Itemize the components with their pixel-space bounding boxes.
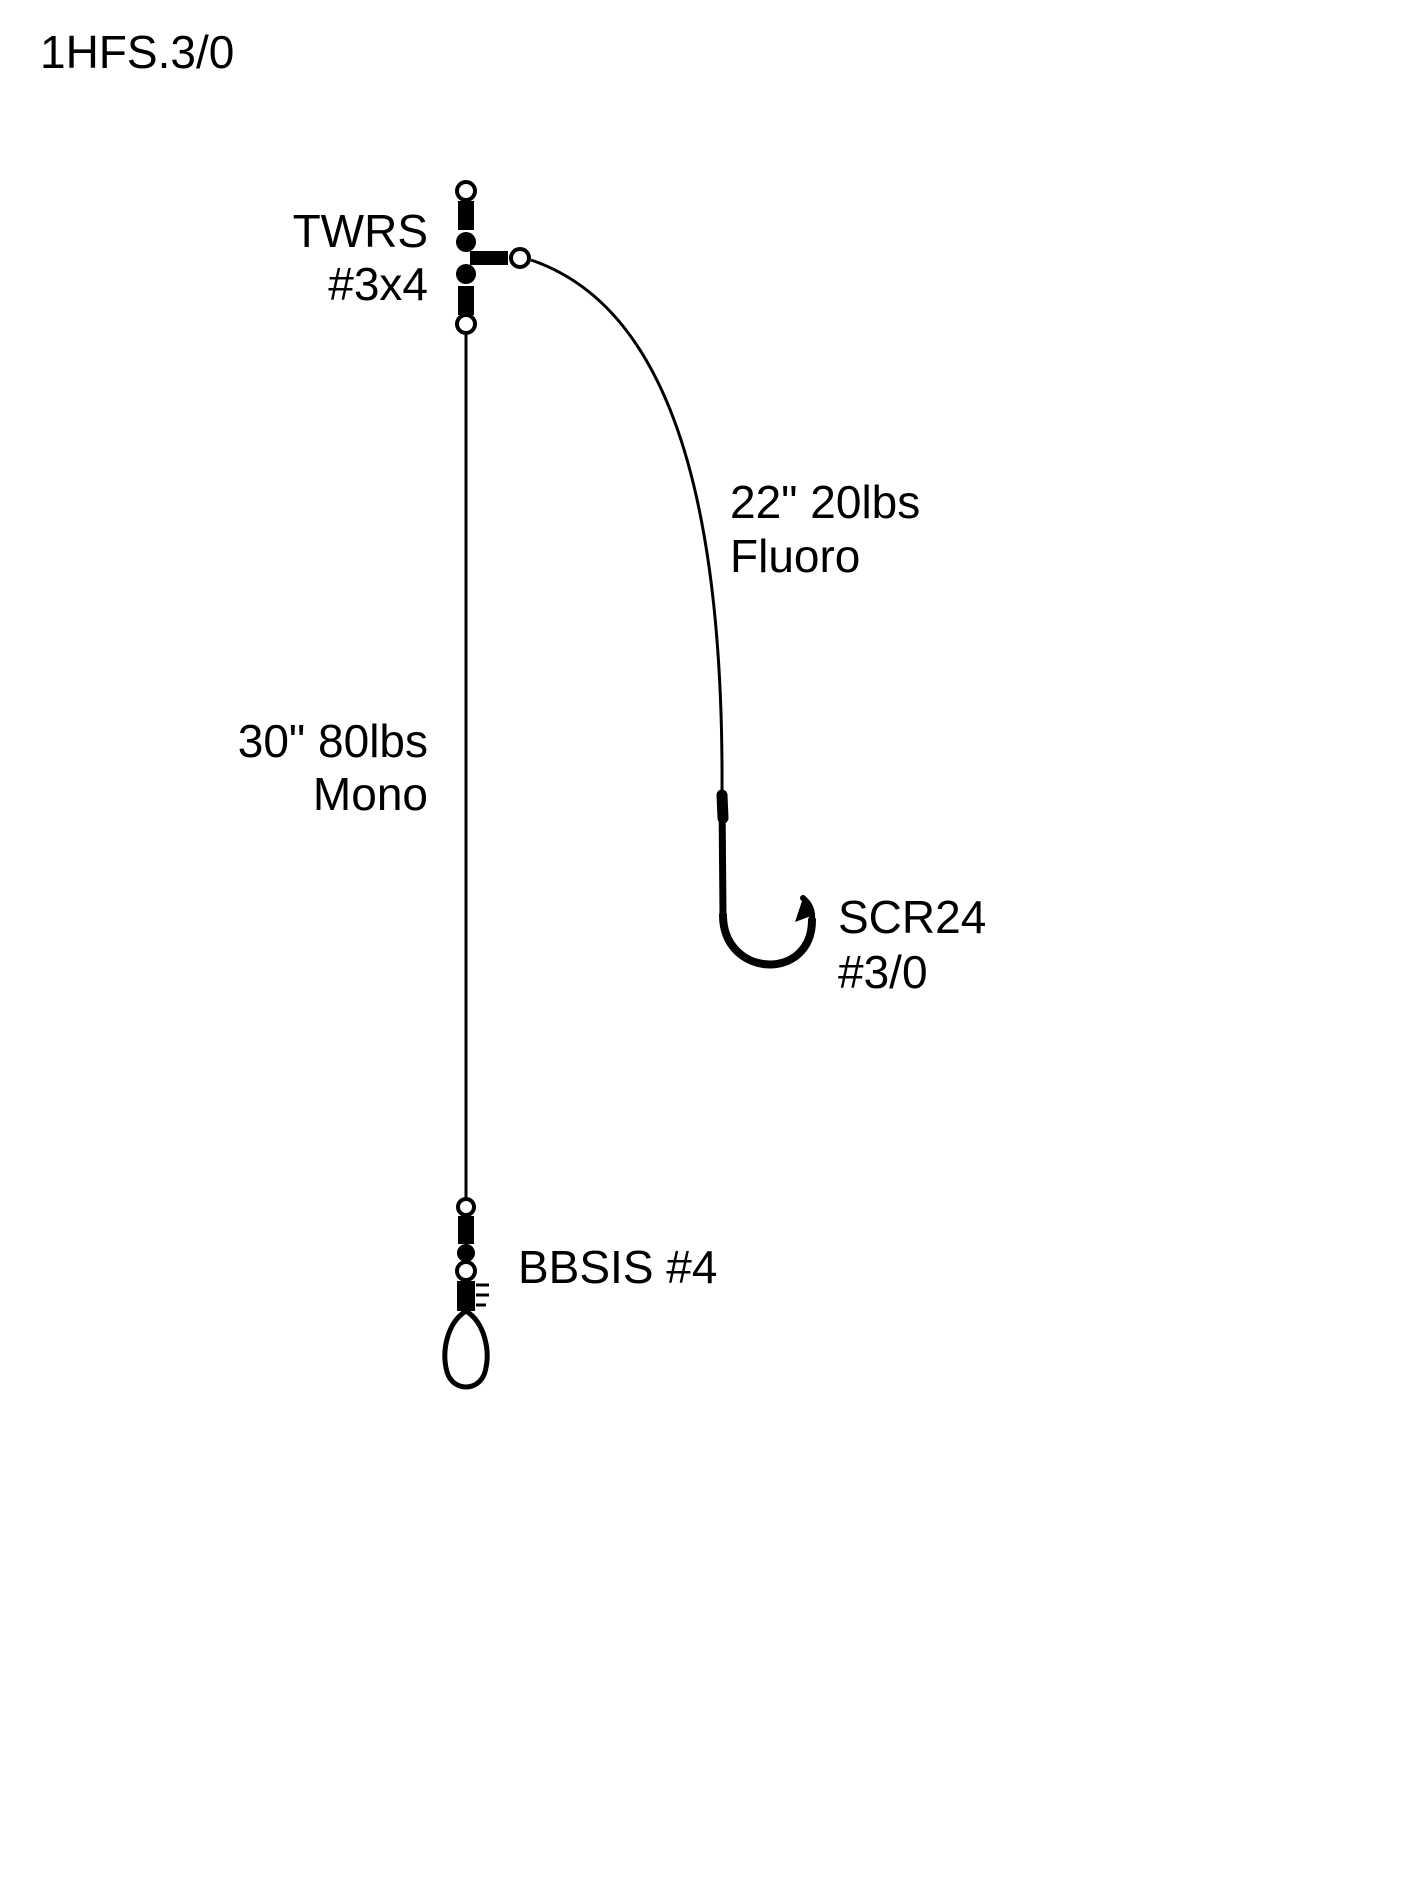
snap-body bbox=[457, 1281, 475, 1311]
bottom-snap-swivel bbox=[442, 1197, 490, 1390]
hook bbox=[716, 789, 816, 969]
top-swivel-side-ring bbox=[509, 247, 531, 269]
hook-barb bbox=[795, 898, 811, 922]
leader-label-line2: Fluoro bbox=[730, 530, 860, 582]
fluoro-leader-line bbox=[530, 258, 724, 793]
top-swivel-lower-ring bbox=[455, 313, 477, 335]
bottom-swivel-upper-ring bbox=[456, 1197, 476, 1217]
main-line-label-line2: Mono bbox=[313, 768, 428, 820]
top-swivel-lower-bead bbox=[456, 264, 476, 284]
top-swivel-label-line1: TWRS bbox=[293, 205, 428, 257]
top-swivel-side-arm bbox=[470, 251, 508, 265]
top-swivel-upper-ring bbox=[455, 180, 477, 202]
main-line-label-line1: 30" 80lbs bbox=[238, 715, 428, 767]
top-swivel-upper-barrel bbox=[458, 201, 474, 230]
diagram-title: 1HFS.3/0 bbox=[40, 26, 234, 78]
hook-point bbox=[800, 895, 816, 923]
hook-bend bbox=[719, 911, 816, 969]
hook-label-line2: #3/0 bbox=[838, 946, 928, 998]
bottom-swivel-lower-ring bbox=[455, 1260, 477, 1282]
top-swivel-lower-barrel bbox=[458, 286, 474, 315]
bottom-swivel-label: BBSIS #4 bbox=[518, 1241, 717, 1293]
snap-latch bbox=[476, 1283, 489, 1307]
bottom-swivel-barrel bbox=[458, 1216, 474, 1244]
top-swivel-label-line2: #3x4 bbox=[328, 258, 428, 310]
three-way-swivel bbox=[455, 180, 531, 335]
hook-shank bbox=[718, 796, 727, 919]
snap-loop bbox=[442, 1308, 490, 1390]
leader-label-line1: 22" 20lbs bbox=[730, 476, 920, 528]
bottom-swivel-bead bbox=[457, 1244, 475, 1262]
hook-label-line1: SCR24 bbox=[838, 891, 986, 943]
top-swivel-upper-bead bbox=[456, 232, 476, 252]
